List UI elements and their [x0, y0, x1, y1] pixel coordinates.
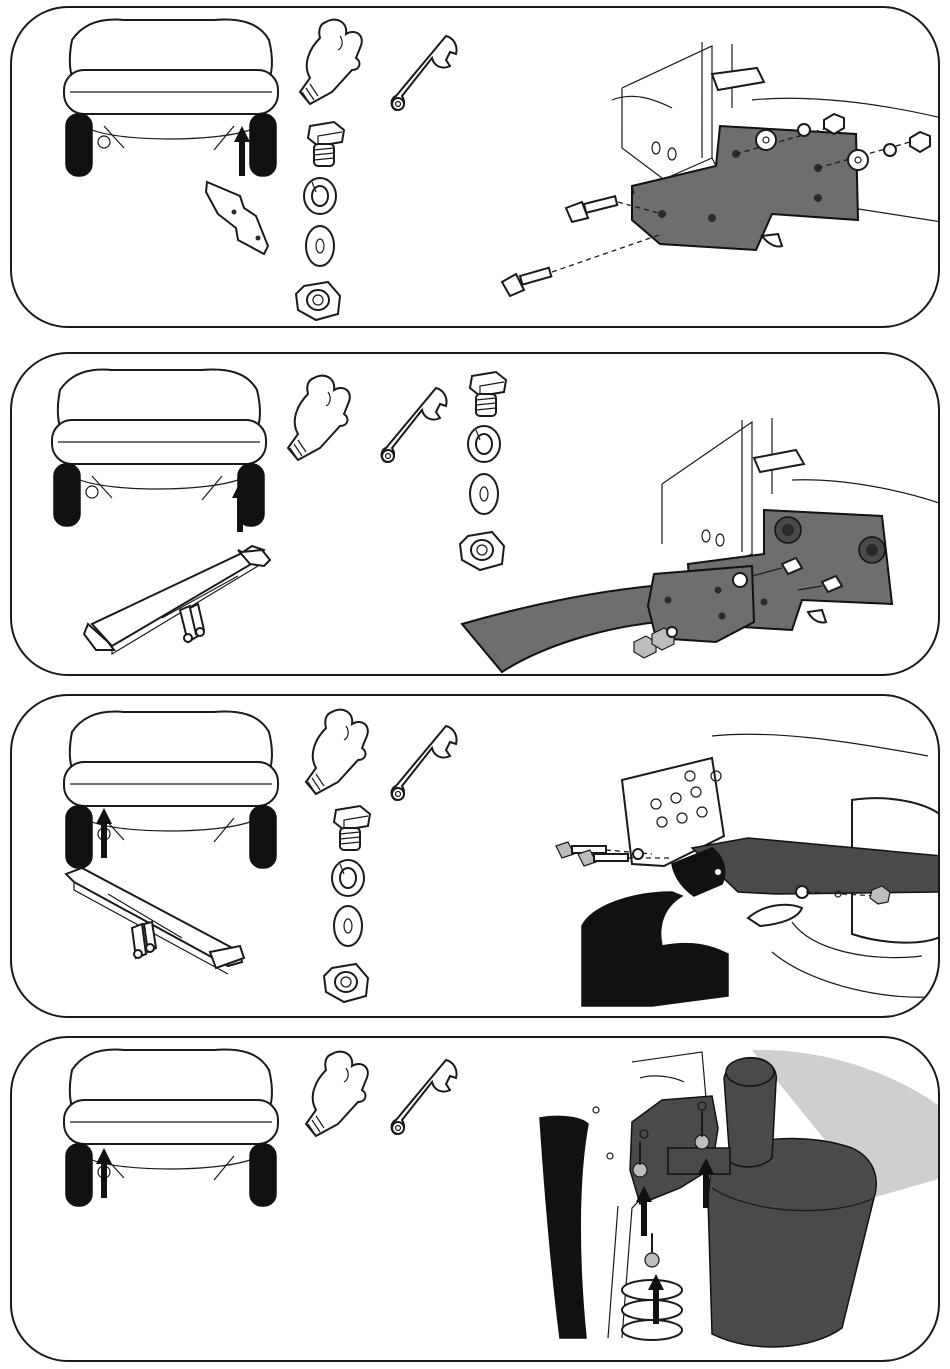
flat-washer-icon: [334, 906, 362, 946]
step-panel-2: [10, 352, 940, 676]
tire-outline: [772, 798, 940, 997]
muffler-body: [708, 1139, 876, 1347]
nut-icon: [460, 532, 504, 570]
bolt-icon: [334, 806, 370, 850]
step-panel-3: [10, 694, 940, 1018]
glove-icon: [300, 20, 362, 104]
wrench-icon: [392, 726, 457, 800]
wrench-icon: [392, 36, 457, 110]
tow-bar-arm: [462, 586, 658, 672]
wrench-icon: [392, 1060, 457, 1134]
lock-washer-icon: [468, 426, 500, 462]
lock-washer-icon: [332, 860, 364, 896]
tow-bar-part: [84, 546, 270, 654]
wrench-icon: [382, 388, 447, 462]
nut-cluster: [634, 627, 677, 658]
nut-icon: [296, 282, 340, 320]
car-rear-view: [64, 20, 278, 176]
bolt-icon: [308, 122, 344, 166]
step-panel-4: [10, 1036, 940, 1362]
bolt-icon: [470, 372, 506, 416]
car-rear-view: [64, 1050, 278, 1206]
step-panel-1: [10, 6, 940, 328]
bracket-part: [206, 182, 268, 254]
tow-bar-part: [66, 868, 244, 974]
bolt-left-lower: [502, 234, 662, 296]
lock-washer-icon: [304, 178, 336, 214]
flat-washer-icon: [470, 474, 498, 514]
bumper-silhouette: [540, 1116, 588, 1338]
glove-icon: [288, 376, 350, 460]
glove-icon: [306, 710, 368, 794]
bumper-silhouette: [582, 892, 728, 1006]
glove-icon: [306, 1052, 368, 1136]
car-rear-view: [52, 370, 266, 526]
nut-icon: [324, 964, 368, 1002]
flat-washer-icon: [306, 226, 334, 266]
fastener-lower: [645, 1234, 659, 1267]
car-rear-view: [64, 712, 278, 868]
mounting-plate: [632, 126, 858, 250]
exhaust-pipe: [724, 1058, 776, 1167]
